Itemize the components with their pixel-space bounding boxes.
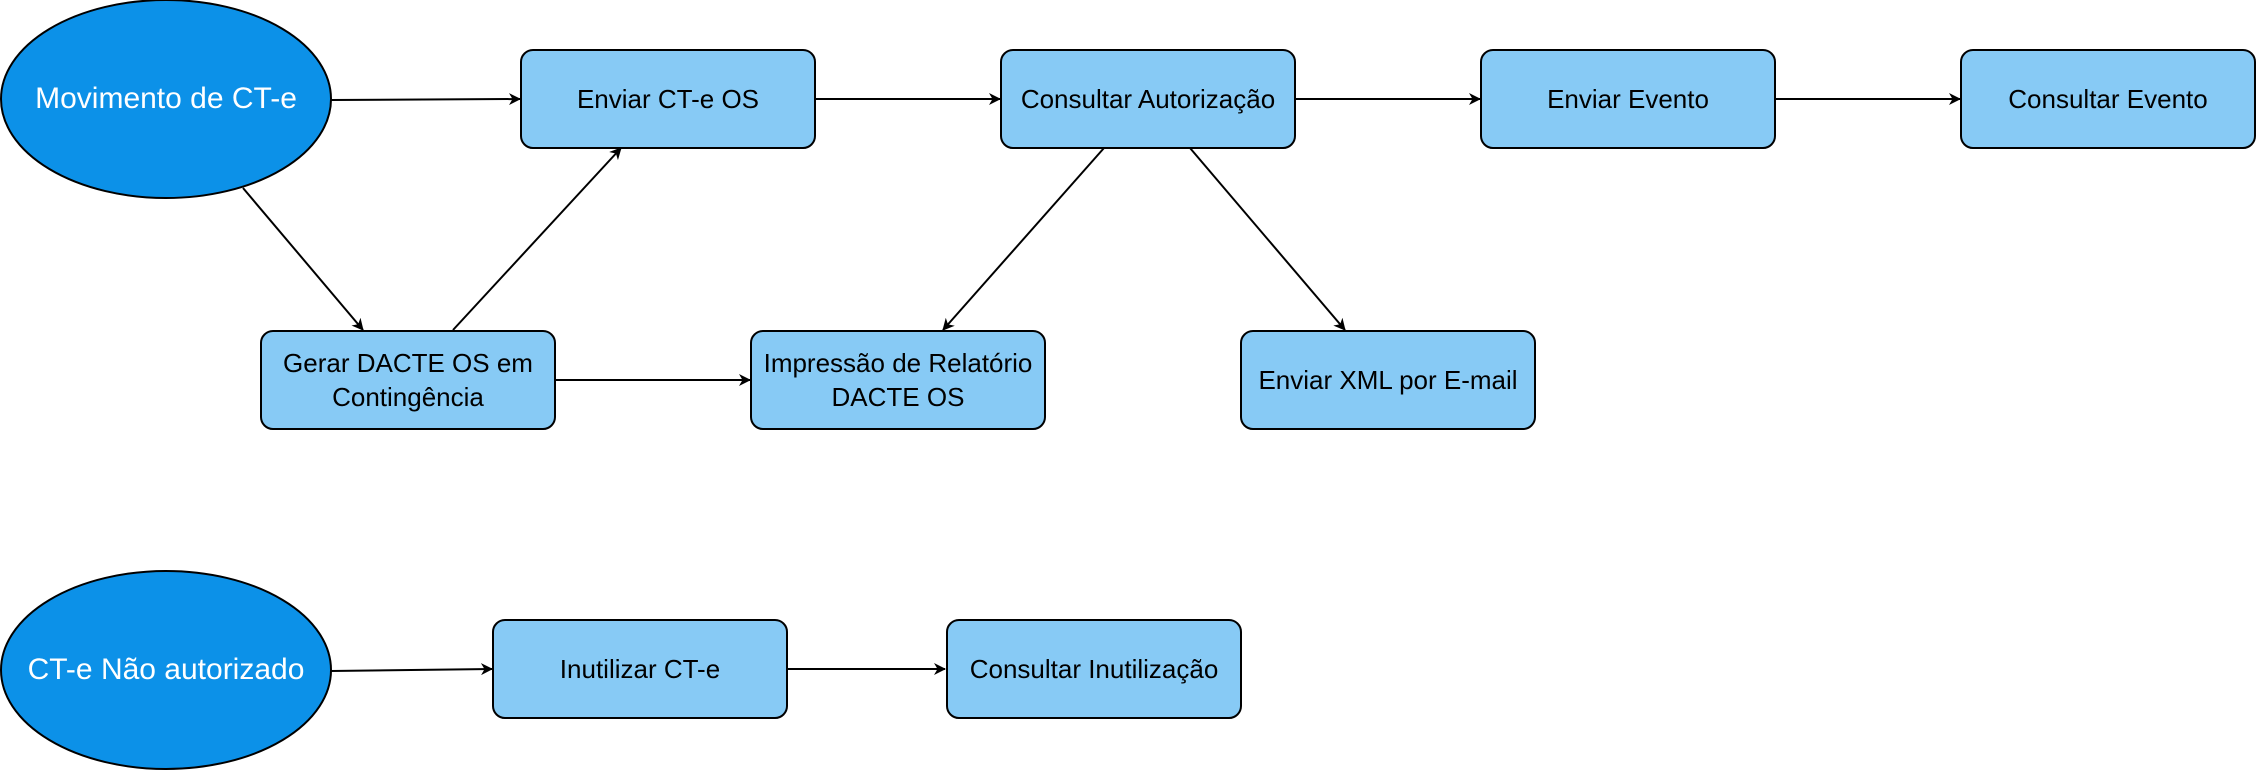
box-consultar-inutilizacao <box>946 619 1242 719</box>
node-enviar-evento: Enviar Evento <box>1547 84 1709 114</box>
edge-gerar-dacte-to-enviar-cte <box>452 147 622 331</box>
start-ellipse-movimento <box>0 0 332 199</box>
box-enviar-cte <box>520 49 816 149</box>
edge-movimento-to-enviar-cte <box>330 93 521 106</box>
box-enviar-xml <box>1240 330 1536 430</box>
node-cte-nao-autorizado: CT-e Não autorizado <box>27 653 305 686</box>
box-inutilizar <box>492 619 788 719</box>
node-consultar-autorizacao: Consultar Autorização <box>1020 84 1276 114</box>
node-movimento-de-cte: Movimento de CT-e <box>35 82 297 115</box>
box-consultar-autorizacao <box>1000 49 1296 149</box>
start-ellipse-nao-autorizado <box>0 570 332 770</box>
box-consultar-evento <box>1960 49 2256 149</box>
node-consultar-inutilizacao: Consultar Inutilização <box>969 654 1219 684</box>
node-enviar-xml-email: Enviar XML por E-mail <box>1258 365 1518 395</box>
box-enviar-evento <box>1480 49 1776 149</box>
edge-consultar-autorizacao-to-impressao <box>942 147 1105 331</box>
node-enviar-cte-os: Enviar CT-e OS <box>576 84 760 114</box>
box-impressao <box>750 330 1046 430</box>
node-impressao-relatorio-dacte: Impressão de Relatório DACTE OS <box>763 348 1033 412</box>
box-gerar-dacte <box>260 330 556 430</box>
node-inutilizar-cte: Inutilizar CT-e <box>559 654 721 684</box>
node-consultar-evento: Consultar Evento <box>2008 84 2208 114</box>
edge-consultar-autorizacao-to-enviar-xml <box>1189 147 1346 331</box>
node-gerar-dacte-contingencia: Gerar DACTE OS em Contingência <box>283 348 533 412</box>
edge-nao-autorizado-to-inutilizar <box>330 663 493 676</box>
edge-movimento-to-gerar-dacte <box>242 187 364 331</box>
